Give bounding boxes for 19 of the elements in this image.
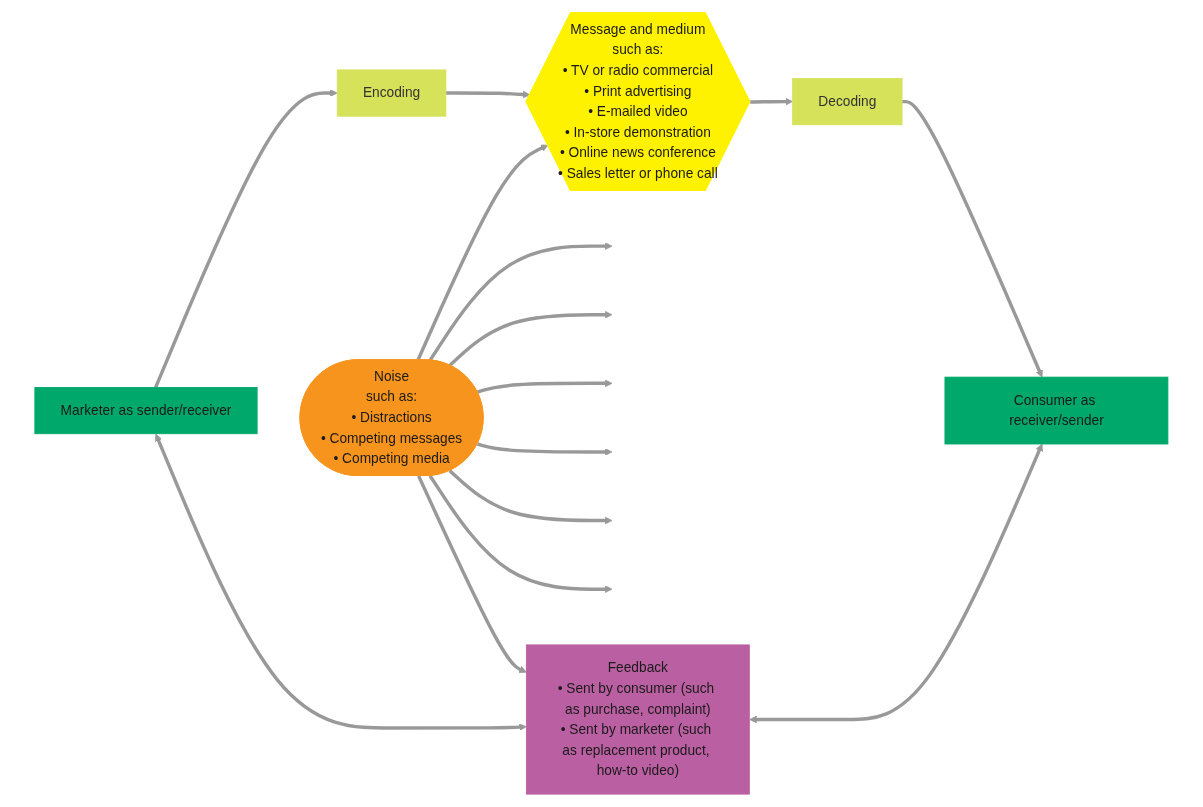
arrow — [446, 90, 531, 99]
node-box: Encoding — [336, 69, 447, 117]
arrow — [477, 442, 613, 456]
node-box: Consumer as receiver/sender — [944, 376, 1169, 445]
arrow — [428, 474, 613, 593]
arrow — [749, 443, 1043, 724]
arrow — [428, 242, 613, 362]
arrow — [902, 99, 1043, 378]
arrow — [448, 469, 613, 525]
arrow — [416, 144, 549, 361]
arrow — [476, 379, 613, 394]
arrow — [448, 310, 613, 367]
arrow — [417, 475, 527, 673]
arrow — [155, 433, 527, 731]
node-box: Marketer as sender/receiver — [34, 387, 258, 435]
arrow — [750, 97, 794, 106]
arrow — [154, 89, 338, 389]
node-box: Decoding — [792, 78, 903, 126]
node-box: Feedback • Sent by consumer (such as purchase, complaint) • Sent by marketer (such as replacement product, how-to video) — [526, 644, 750, 795]
